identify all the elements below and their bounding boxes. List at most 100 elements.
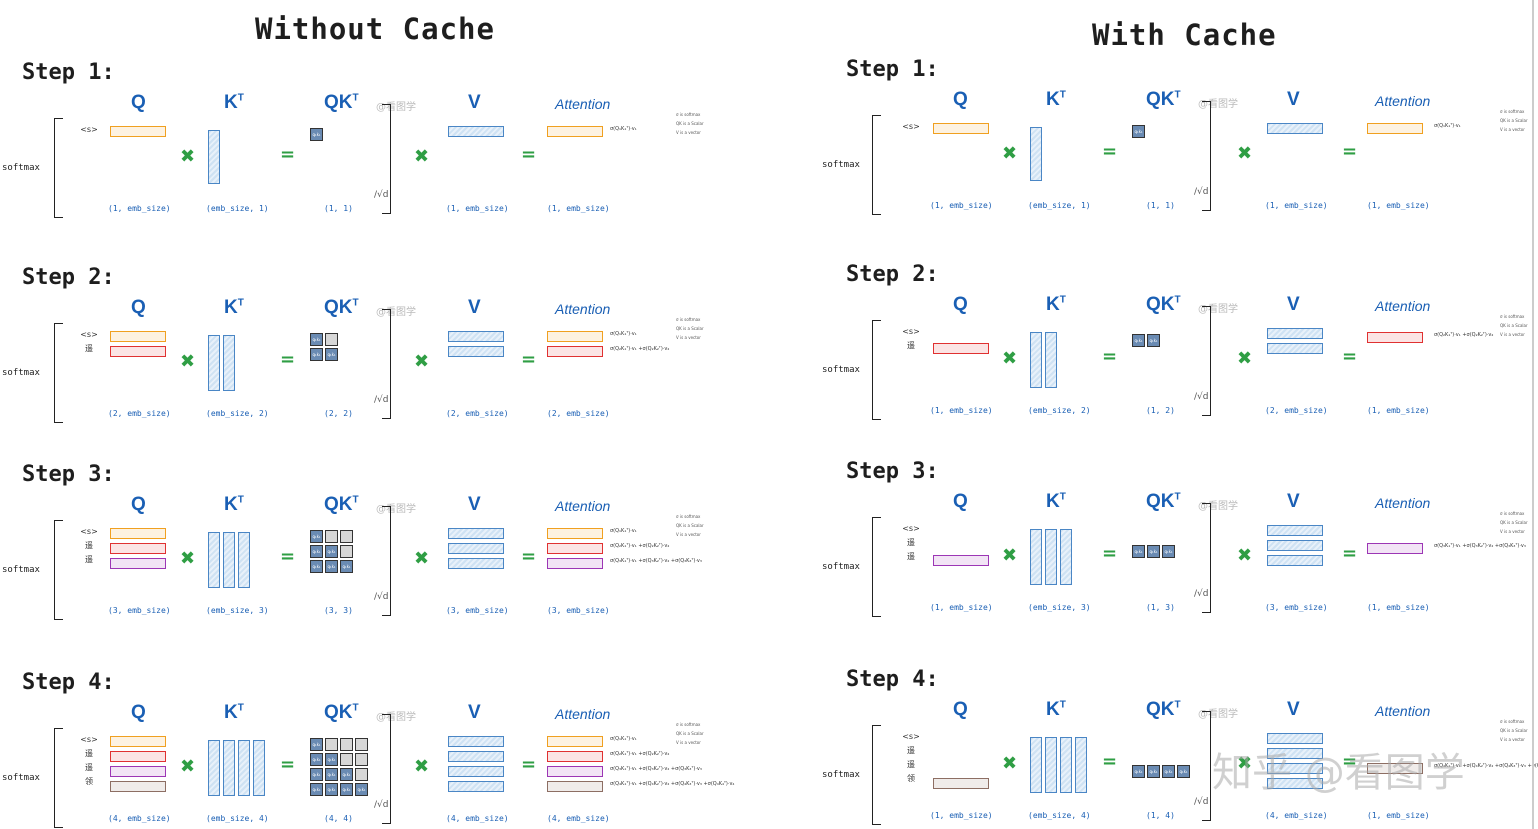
q-row (110, 766, 166, 777)
q-row (110, 736, 166, 747)
score-cell: q₁k₁ (340, 783, 353, 796)
attention-formula: σ(Q₁K₁ᵀ)·v₁ (1434, 123, 1461, 129)
masked-cell (355, 768, 368, 781)
v-row (1267, 525, 1323, 536)
qkt-header: QKT (1146, 699, 1181, 720)
left-bracket (872, 320, 881, 420)
token-label: 遥 (85, 555, 93, 564)
q-header: Q (953, 491, 968, 512)
sqrt-dk-label: /√d (1194, 797, 1209, 807)
legend-note: V is a vector (676, 335, 701, 340)
equals-icon: = (521, 144, 537, 165)
q-row (110, 781, 166, 792)
kt-header: KT (224, 297, 244, 318)
legend-note: QK is a Scalar (1500, 728, 1528, 733)
step-label: Step 1: (22, 60, 115, 85)
attention-row (1367, 332, 1423, 343)
score-cell: q₁k₁ (1132, 125, 1145, 138)
dimension-label: (1, emb_size) (930, 406, 993, 415)
token-label: 遥 (85, 763, 93, 772)
multiply-icon: ✖ (1002, 348, 1018, 369)
v-row (448, 558, 504, 569)
kt-column (223, 740, 235, 796)
score-cell: q₁k₁ (310, 333, 323, 346)
score-cell: q₁k₁ (1132, 765, 1145, 778)
kt-column (223, 335, 235, 391)
token-label: 领 (907, 774, 915, 783)
dimension-label: (emb_size, 3) (1028, 603, 1091, 612)
v-row (448, 126, 504, 137)
left-bracket (872, 517, 881, 617)
q-row (933, 555, 989, 566)
kt-column (1030, 127, 1042, 181)
score-cell: q₁k₁ (310, 530, 323, 543)
score-cell: q₁k₁ (310, 738, 323, 751)
watermark-label: @看图学 (1198, 501, 1238, 512)
right-bracket (1202, 711, 1211, 821)
token-label: <s> (902, 732, 920, 741)
legend-note: V is a vector (1500, 737, 1525, 742)
legend-note: QK is a Scalar (676, 326, 704, 331)
kt-column (1030, 332, 1042, 388)
v-row (1267, 540, 1323, 551)
dimension-label: (2, 2) (324, 409, 353, 418)
v-row (448, 781, 504, 792)
dimension-label: (emb_size, 3) (206, 606, 269, 615)
v-row (1267, 763, 1323, 774)
multiply-icon: ✖ (1237, 753, 1253, 774)
q-header: Q (953, 294, 968, 315)
dimension-label: (3, emb_size) (547, 606, 610, 615)
dimension-label: (1, 3) (1146, 603, 1175, 612)
token-label: <s> (80, 735, 98, 744)
attention-row (547, 528, 603, 539)
q-row (110, 126, 166, 137)
q-header: Q (131, 702, 146, 723)
score-cell: q₁k₁ (1147, 334, 1160, 347)
v-header: V (1287, 699, 1300, 720)
equals-icon: = (1342, 141, 1358, 162)
step-label: Step 2: (22, 265, 115, 290)
multiply-icon: ✖ (1237, 348, 1253, 369)
score-cell: q₁k₁ (325, 783, 338, 796)
dimension-label: (2, emb_size) (547, 409, 610, 418)
dimension-label: (emb_size, 2) (1028, 406, 1091, 415)
softmax-label: softmax (2, 773, 40, 783)
watermark-label: @看图学 (376, 712, 416, 723)
equals-icon: = (1102, 141, 1118, 162)
multiply-icon: ✖ (414, 351, 430, 372)
kt-column (208, 335, 220, 391)
legend-note: V is a vector (676, 740, 701, 745)
masked-cell (325, 530, 338, 543)
attention-formula: σ(Q₂K₁ᵀ)·v₁ +σ(Q₂K₂ᵀ)·v₂ (1434, 332, 1494, 338)
kt-header: KT (1046, 89, 1066, 110)
v-header: V (1287, 89, 1300, 110)
v-row (448, 543, 504, 554)
attention-row (547, 736, 603, 747)
attention-header: Attention (1375, 495, 1431, 511)
left-bracket (54, 520, 63, 620)
dimension-label: (2, emb_size) (446, 409, 509, 418)
kt-header: KT (224, 494, 244, 515)
score-cell: q₁k₁ (1147, 765, 1160, 778)
masked-cell (355, 753, 368, 766)
kt-column (208, 532, 220, 588)
softmax-label: softmax (2, 163, 40, 173)
sqrt-dk-label: /√d (1194, 589, 1209, 599)
masked-cell (325, 738, 338, 751)
attention-formula: σ(Q₂K₁ᵀ)·v₁ +σ(Q₂K₂ᵀ)·v₂ (610, 751, 670, 757)
score-cell: q₁k₁ (1177, 765, 1190, 778)
dimension-label: (3, emb_size) (446, 606, 509, 615)
masked-cell (355, 738, 368, 751)
legend-note: QK is a Scalar (676, 523, 704, 528)
token-label: 遥 (907, 746, 915, 755)
kt-column (1045, 529, 1057, 585)
v-row (1267, 123, 1323, 134)
token-label: 遥 (907, 552, 915, 561)
multiply-icon: ✖ (1002, 143, 1018, 164)
legend-note: σ is softmax (676, 722, 701, 727)
token-label: <s> (902, 327, 920, 336)
dimension-label: (emb_size, 4) (1028, 811, 1091, 820)
